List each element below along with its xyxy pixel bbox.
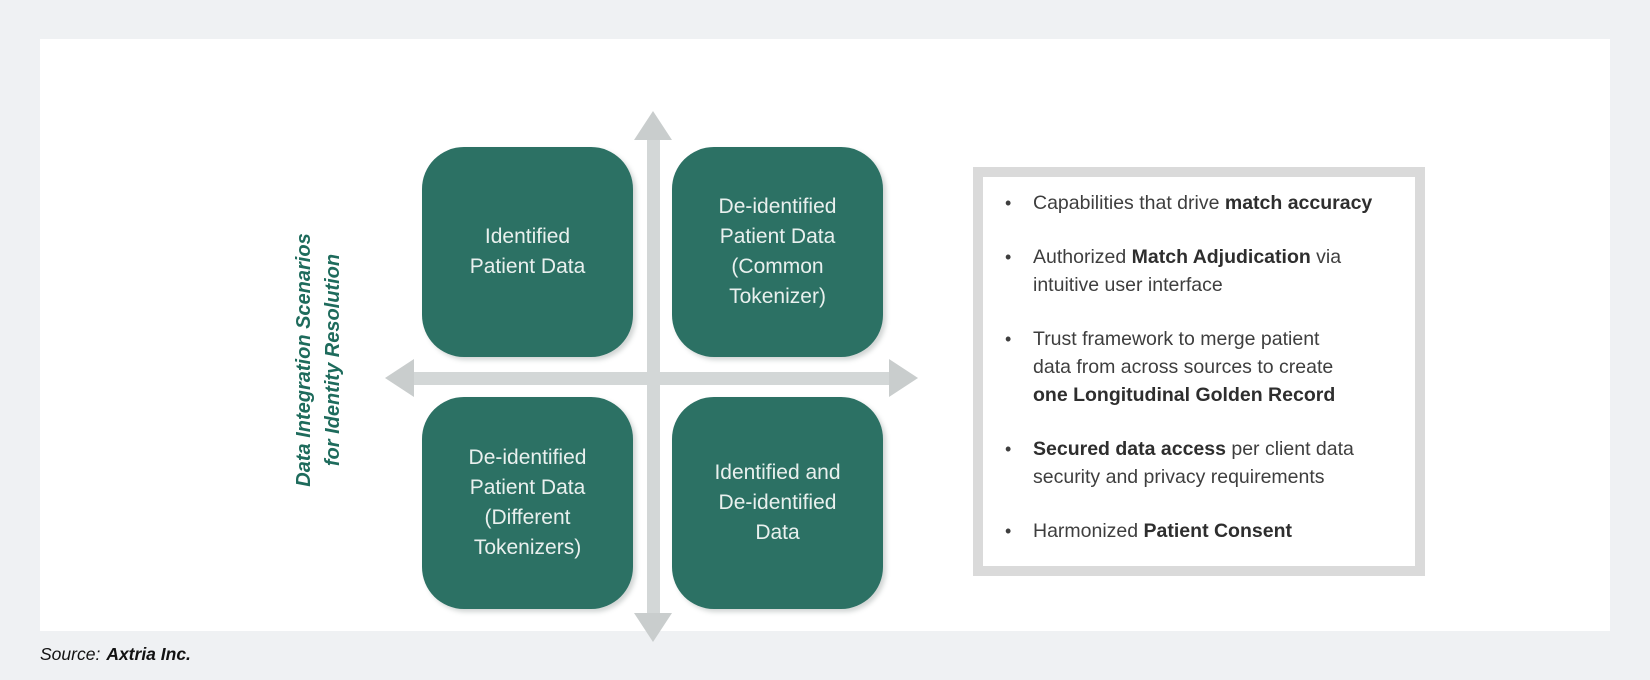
quadrant-deidentified-different-tokenizers: De-identified Patient Data (Different To… <box>422 397 633 609</box>
horizontal-axis-line <box>410 372 892 385</box>
arrow-right-icon <box>889 359 918 397</box>
capabilities-panel: •Capabilities that drive match accuracy•… <box>973 167 1425 576</box>
bullet-text: Authorized Match Adjudication via intuit… <box>1033 246 1342 296</box>
source-attribution: Source:Axtria Inc. <box>40 644 191 665</box>
source-prefix: Source: <box>40 644 101 664</box>
bullet-list: •Capabilities that drive match accuracy•… <box>983 177 1415 545</box>
bullet-text: Trust framework to merge patient data fr… <box>1033 328 1336 406</box>
bullet-marker-icon: • <box>1005 247 1012 267</box>
quadrant-identified-patient-data: Identified Patient Data <box>422 147 633 357</box>
bullet-text: Secured data access per client data secu… <box>1033 438 1354 488</box>
bullet-text: Harmonized Patient Consent <box>1033 520 1292 542</box>
quadrant-label: Identified and De-identified Data <box>714 461 841 544</box>
bullet-marker-icon: • <box>1005 439 1012 459</box>
y-axis-label: Data Integration Scenarios for Identity … <box>293 233 344 487</box>
quadrant-label: Identified Patient Data <box>469 225 586 278</box>
bullet-item: • Trust framework to merge patient data f… <box>1005 325 1401 409</box>
bullet-item: • Authorized Match Adjudication via intui… <box>1005 243 1401 299</box>
source-name: Axtria Inc. <box>106 644 191 664</box>
arrow-up-icon <box>634 111 672 140</box>
quadrant-identified-and-deidentified: Identified and De-identified Data <box>672 397 883 609</box>
bullet-marker-icon: • <box>1005 521 1012 541</box>
content-panel: Data Integration Scenarios for Identity … <box>40 39 1610 642</box>
quadrant-deidentified-common-tokenizer: De-identified Patient Data (Common Token… <box>672 147 883 357</box>
arrow-down-icon <box>634 613 672 642</box>
quadrant-label: De-identified Patient Data (Different To… <box>468 446 587 559</box>
arrow-left-icon <box>385 359 414 397</box>
bullet-text: Capabilities that drive match accuracy <box>1033 192 1373 214</box>
bullet-marker-icon: • <box>1005 193 1012 213</box>
bullet-marker-icon: • <box>1005 329 1012 349</box>
bullet-item: • Secured data access per client data sec… <box>1005 435 1401 491</box>
bullet-item: • Capabilities that drive match accuracy <box>1005 189 1401 217</box>
bullet-item: • Harmonized Patient Consent <box>1005 517 1401 545</box>
quadrant-label: De-identified Patient Data (Common Token… <box>718 195 837 308</box>
